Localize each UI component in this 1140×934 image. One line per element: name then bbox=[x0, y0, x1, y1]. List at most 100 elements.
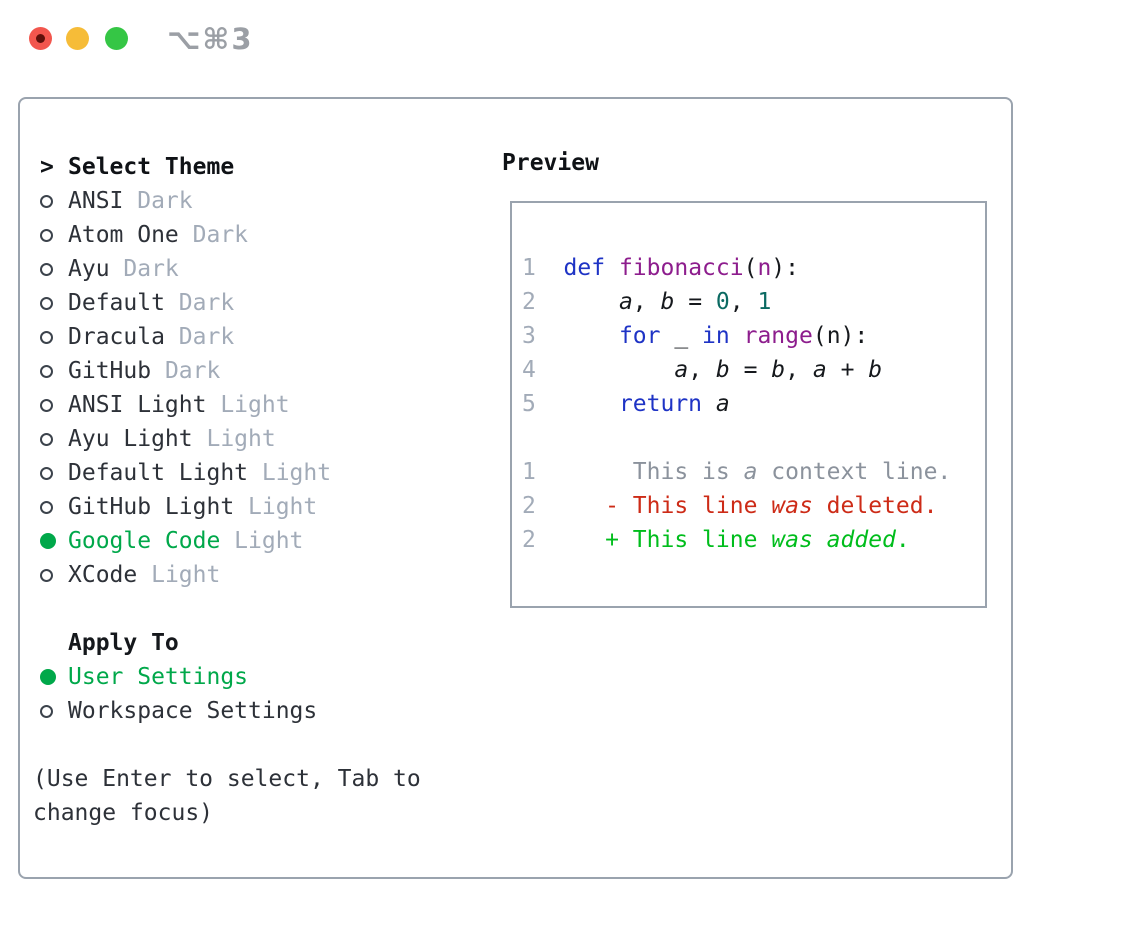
theme-option-name: ANSI Light bbox=[68, 392, 207, 418]
code-token: , bbox=[632, 289, 661, 315]
code-token bbox=[813, 527, 827, 553]
line-number: 2 bbox=[522, 289, 536, 315]
theme-option[interactable]: Dracula Dark bbox=[40, 320, 480, 354]
code-token: This is bbox=[632, 459, 744, 485]
radio-selected-icon bbox=[40, 669, 56, 685]
theme-option[interactable]: Ayu Light Light bbox=[40, 422, 480, 456]
theme-option-name: GitHub bbox=[68, 358, 152, 384]
apply-to-option-label: User Settings bbox=[68, 664, 249, 690]
radio-unselected-icon bbox=[40, 364, 53, 378]
theme-option-tag: Light bbox=[248, 494, 318, 520]
code-token: for bbox=[618, 323, 661, 349]
apply-to-header-row: Apply To bbox=[40, 626, 480, 660]
preview-header: Preview bbox=[502, 150, 599, 176]
code-token: (n): bbox=[812, 323, 869, 349]
theme-option-tag: Light bbox=[261, 460, 332, 486]
theme-option[interactable]: Google Code Light bbox=[40, 524, 480, 558]
code-token bbox=[702, 391, 716, 417]
code-token bbox=[605, 255, 619, 281]
radio-unselected-icon bbox=[40, 500, 53, 514]
radio-unselected-icon bbox=[40, 262, 53, 276]
select-theme-header: Select Theme bbox=[68, 154, 235, 180]
code-token: context line. bbox=[757, 459, 952, 485]
code-token: b bbox=[660, 289, 675, 315]
title-bar: ⌥⌘3 bbox=[0, 0, 1140, 76]
code-token: deleted. bbox=[812, 493, 938, 519]
theme-option-tag: Dark bbox=[178, 324, 235, 350]
radio-unselected-icon bbox=[40, 568, 53, 582]
code-token: was bbox=[771, 493, 813, 519]
code-line: 4 a, b = b, a + b bbox=[522, 353, 985, 387]
code-token: a bbox=[743, 459, 758, 485]
code-line: 3 for _ in range(n): bbox=[522, 319, 985, 353]
radio-unselected-icon bbox=[40, 194, 53, 208]
cursor-icon: > bbox=[40, 154, 54, 180]
code-token: + This line bbox=[605, 527, 772, 553]
apply-to-option[interactable]: Workspace Settings bbox=[40, 694, 480, 728]
code-token: n bbox=[757, 255, 772, 281]
line-number: 1 bbox=[522, 459, 536, 485]
code-token: was bbox=[771, 527, 813, 553]
theme-option-tag: Dark bbox=[123, 256, 179, 282]
window-title: ⌥⌘3 bbox=[167, 22, 254, 56]
code-token bbox=[536, 527, 605, 553]
theme-option-name: Ayu Light bbox=[68, 426, 193, 452]
theme-option[interactable]: Ayu Dark bbox=[40, 252, 480, 286]
code-token: fibonacci bbox=[618, 255, 744, 281]
radio-unselected-icon bbox=[40, 398, 53, 412]
theme-option-name: XCode bbox=[68, 562, 138, 588]
minimize-button[interactable] bbox=[66, 27, 89, 50]
code-token: 0 bbox=[715, 289, 730, 315]
code-token: b bbox=[868, 357, 883, 383]
theme-option-name: Dracula bbox=[68, 324, 165, 350]
select-theme-header-row: > Select Theme bbox=[40, 150, 480, 184]
theme-option-tag: Dark bbox=[192, 222, 249, 248]
theme-option-tag: Light bbox=[151, 562, 221, 588]
theme-option-tag: Light bbox=[234, 528, 304, 554]
theme-option-name: ANSI bbox=[68, 188, 124, 214]
radio-unselected-icon bbox=[40, 296, 53, 310]
radio-unselected-icon bbox=[40, 330, 53, 344]
code-line: 2 - This line was deleted. bbox=[522, 489, 985, 523]
code-token: ( bbox=[743, 255, 758, 281]
theme-option[interactable]: ANSI Light Light bbox=[40, 388, 480, 422]
theme-option[interactable]: XCode Light bbox=[40, 558, 480, 592]
apply-to-option[interactable]: User Settings bbox=[40, 660, 480, 694]
theme-option-name: Ayu bbox=[68, 256, 110, 282]
theme-option[interactable]: Atom One Dark bbox=[40, 218, 480, 252]
code-line bbox=[522, 421, 985, 455]
code-line: 1 def fibonacci(n): bbox=[522, 251, 985, 285]
code-token: a bbox=[618, 289, 633, 315]
apply-to-header: Apply To bbox=[68, 630, 179, 656]
code-line: 2 a, b = 0, 1 bbox=[522, 285, 985, 319]
close-button[interactable] bbox=[29, 27, 52, 50]
theme-option-name: Default bbox=[68, 290, 165, 316]
code-token: return bbox=[618, 391, 703, 417]
code-token bbox=[536, 323, 619, 349]
code-token: ): bbox=[771, 255, 799, 281]
maximize-button[interactable] bbox=[105, 27, 128, 50]
radio-unselected-icon bbox=[40, 704, 53, 718]
theme-option-tag: Light bbox=[220, 392, 290, 418]
theme-option-tag: Light bbox=[206, 426, 276, 452]
code-line: 1 This is a context line. bbox=[522, 455, 985, 489]
code-token: _ bbox=[660, 323, 703, 349]
theme-option-name: Google Code bbox=[68, 528, 221, 554]
radio-unselected-icon bbox=[40, 228, 53, 242]
theme-option-name: Atom One bbox=[68, 222, 179, 248]
unsaved-dot-icon bbox=[36, 34, 45, 43]
code-token: , bbox=[785, 357, 813, 383]
code-token bbox=[536, 391, 619, 417]
code-token: b bbox=[715, 357, 730, 383]
